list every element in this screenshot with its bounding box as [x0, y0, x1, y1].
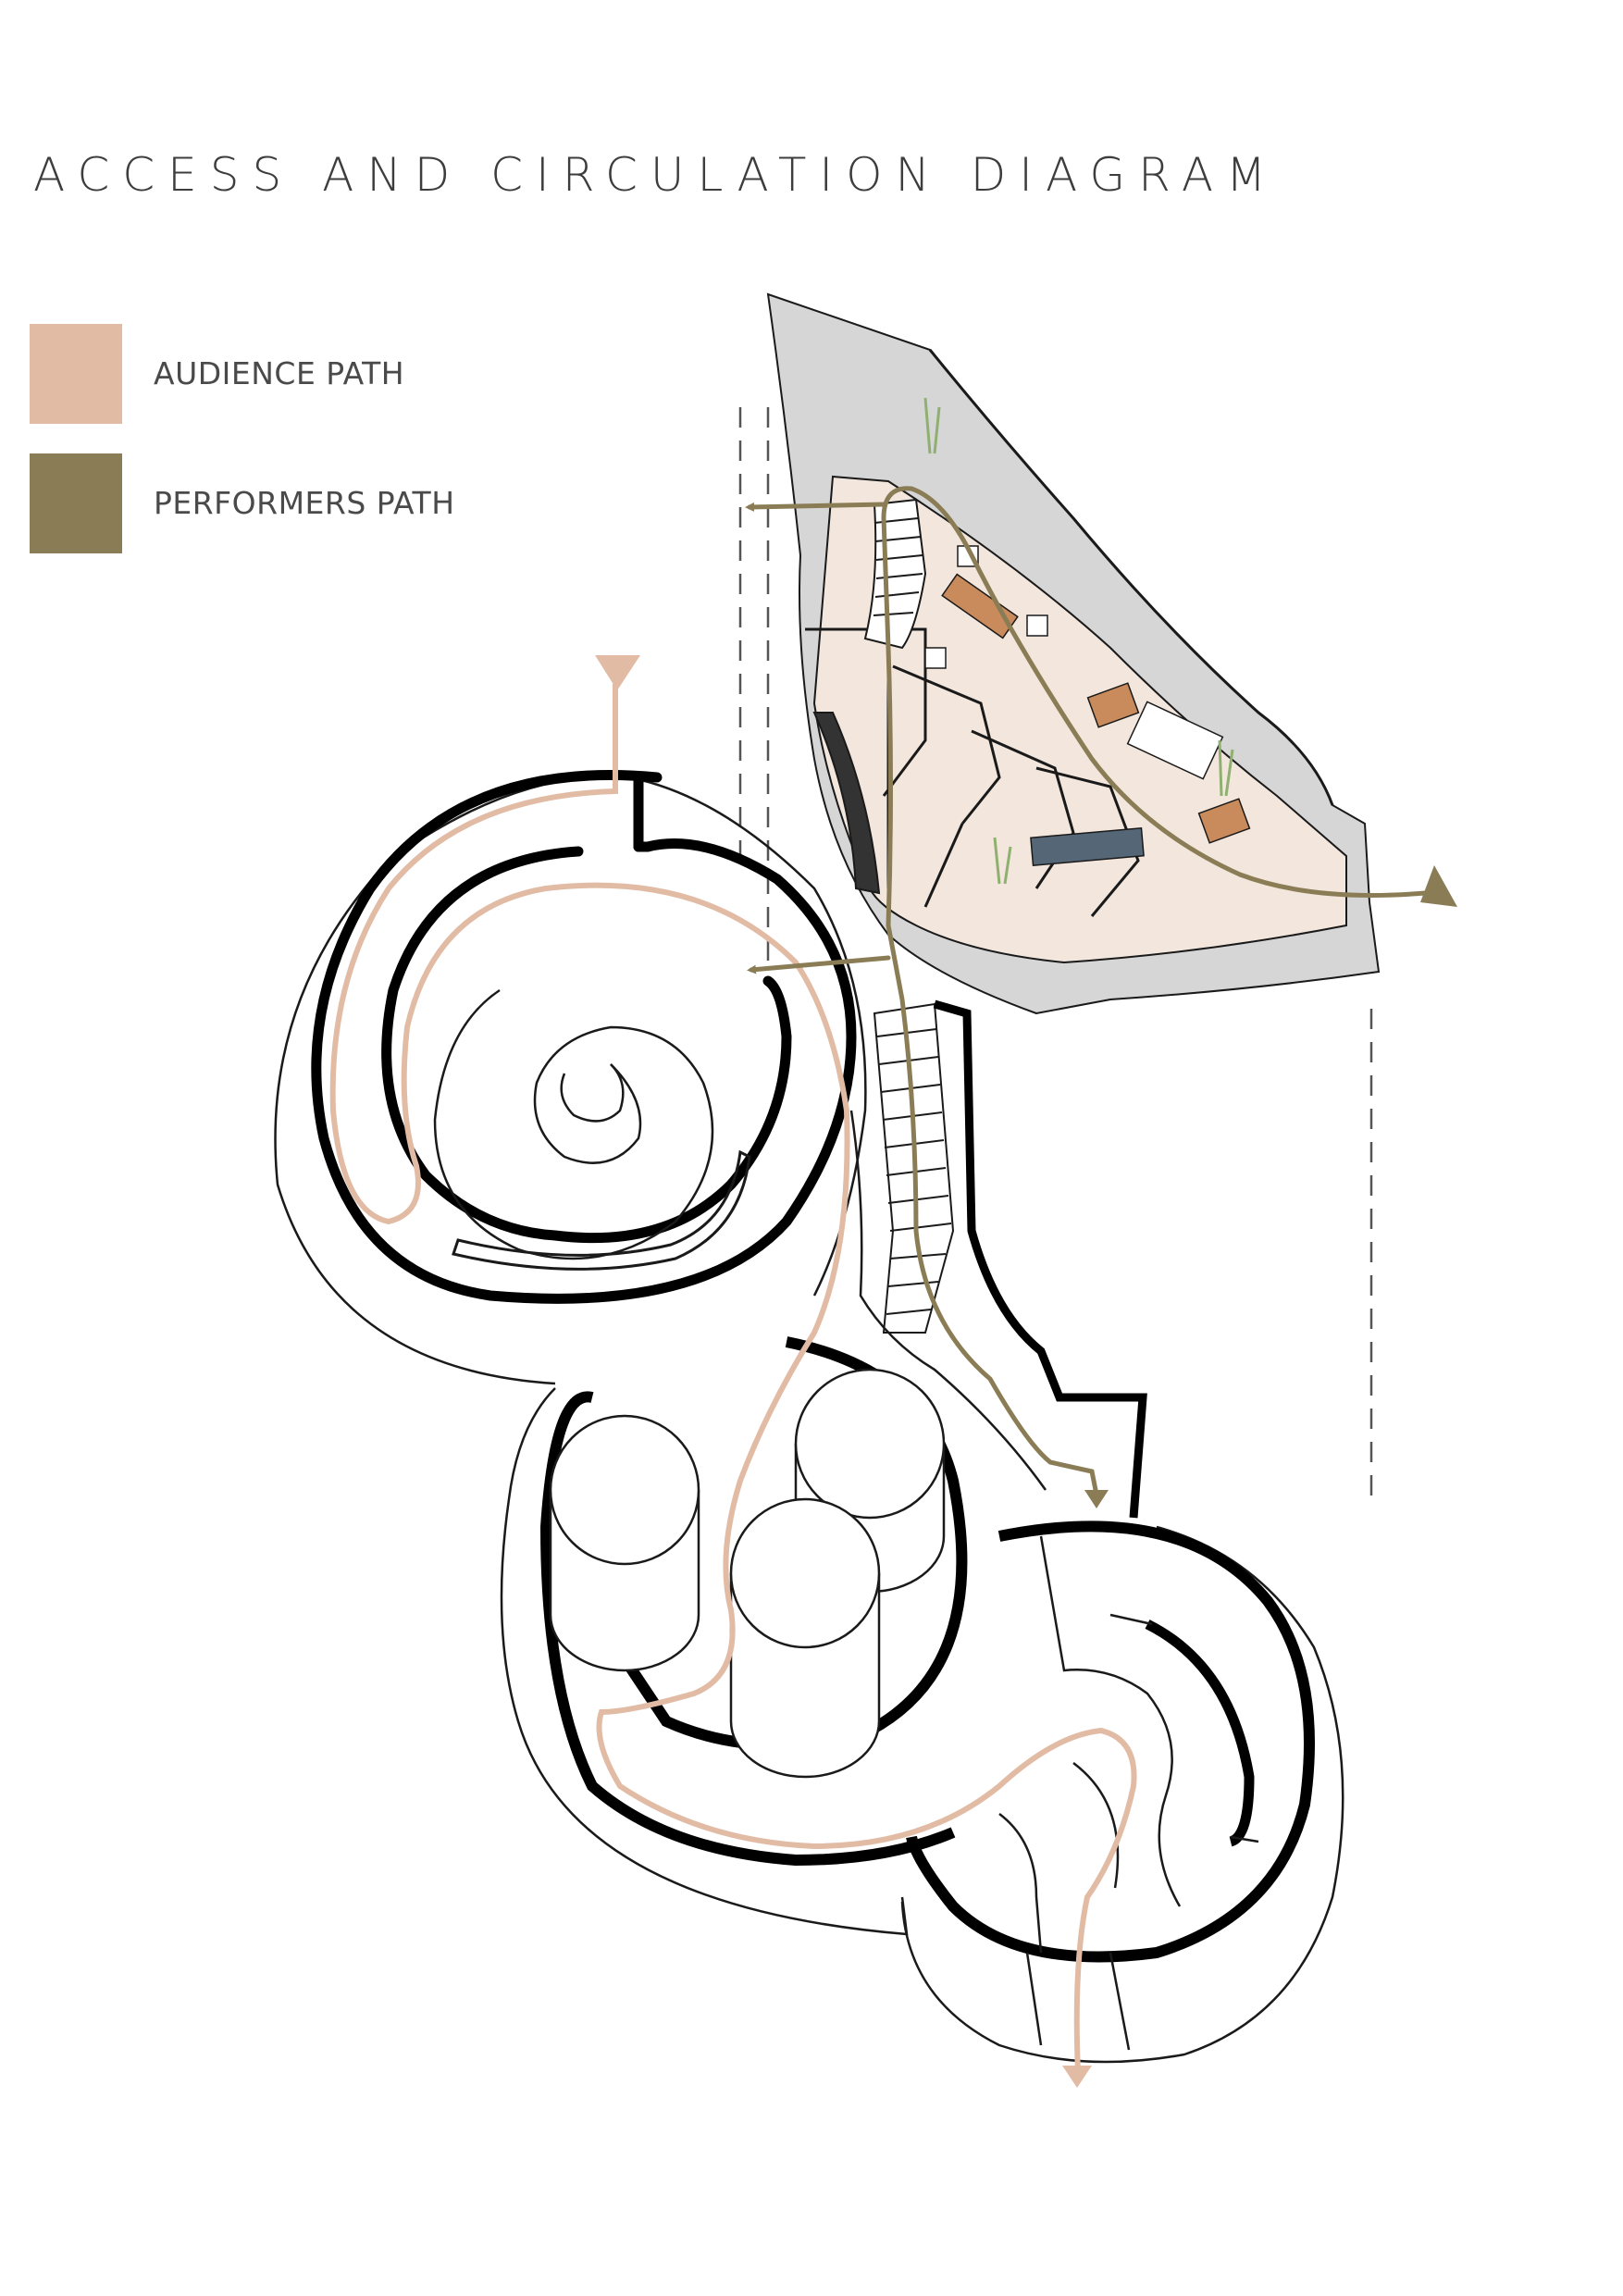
legend-label-performers: PERFORMERS PATH [154, 485, 455, 521]
performers-path [745, 486, 1457, 1508]
center-spiral-inner [560, 1063, 625, 1123]
lower-volume-inner-wall [1145, 1620, 1255, 1847]
lower-volume-wall [906, 1520, 1315, 1963]
legend-label-audience: AUDIENCE PATH [154, 355, 405, 391]
performers-exit-arrow-mid [747, 955, 891, 974]
legend-audience-path: AUDIENCE PATH [30, 324, 548, 426]
audience-entry-arrowhead [595, 655, 640, 690]
upper-level-curved-panel [812, 712, 881, 895]
corridor-wall-right [933, 999, 1147, 1519]
seating-arc [452, 1149, 751, 1271]
corridor-wall-left [849, 1110, 1047, 1491]
audience-path-line [329, 682, 1137, 2076]
performers-exit-arrow-top [745, 502, 886, 512]
performers-exit-arrowhead-right [1420, 865, 1457, 907]
legend-performers-path: PERFORMERS PATH [30, 453, 548, 555]
performers-path-upper [881, 486, 1428, 1497]
performers-end-arrowhead [1084, 1490, 1109, 1508]
upper-level-furniture [924, 545, 1251, 866]
audience-exit-arrowhead [1062, 2066, 1092, 2088]
lower-volume-partitions [998, 1535, 1259, 2051]
ground-floor-plan [274, 770, 1344, 2064]
audience-path [329, 655, 1137, 2088]
spiral-wall-outer [311, 770, 857, 1304]
center-spiral [433, 988, 714, 1260]
legend-swatch-audience [30, 324, 122, 424]
legend-swatch-performers [30, 453, 122, 553]
upper-level-section [766, 292, 1381, 1015]
diagram-title: ACCESS AND CIRCULATION DIAGRAM [33, 148, 1280, 202]
lower-volume-outer-outline [900, 1525, 1344, 2064]
upper-spiral-outer-outline [274, 775, 867, 1385]
upper-level-outer-wall [928, 349, 1334, 806]
cylinders [549, 1368, 946, 1779]
upper-level-plants [923, 397, 1234, 885]
spiral-wall-inner [381, 846, 792, 1244]
middle-volume-outer-wall [539, 1391, 956, 1867]
middle-volume-outer-outline [500, 1387, 909, 1936]
